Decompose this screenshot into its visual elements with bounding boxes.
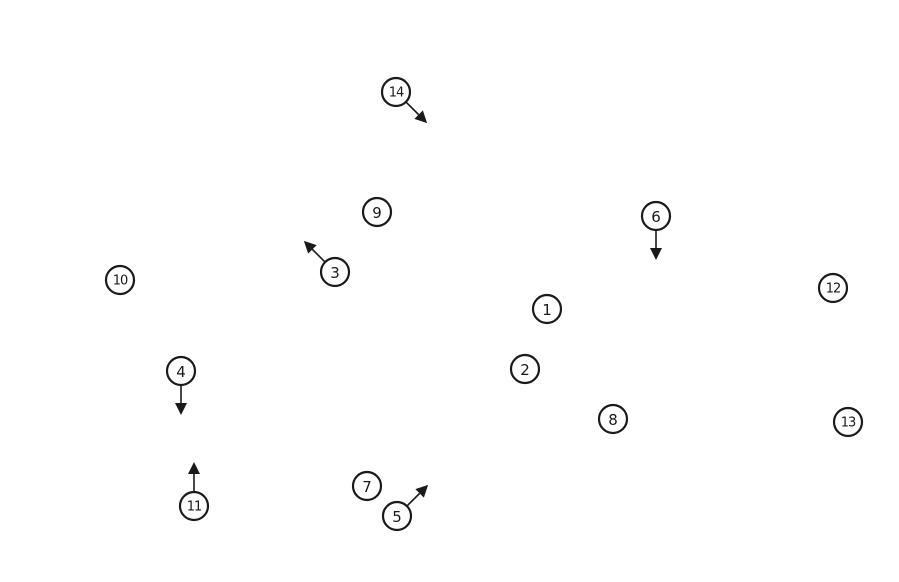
marker-11-label: 11 bbox=[187, 500, 202, 515]
marker-6: 6 bbox=[640, 200, 672, 260]
marker-11-arrow-head bbox=[188, 462, 200, 474]
marker-5-arrow-line bbox=[406, 492, 421, 507]
marker-9: 9 bbox=[361, 196, 393, 228]
marker-5: 5 bbox=[381, 484, 429, 532]
marker-14: 14 bbox=[380, 76, 428, 124]
marker-14-label: 14 bbox=[389, 86, 404, 101]
marker-7: 7 bbox=[351, 470, 383, 502]
marker-14-arrow-line bbox=[405, 101, 420, 116]
marker-6-label: 6 bbox=[651, 208, 661, 226]
marker-9-label: 9 bbox=[372, 204, 382, 222]
marker-1-circle bbox=[531, 293, 563, 325]
marker-7-circle bbox=[351, 470, 383, 502]
marker-8-circle bbox=[597, 403, 629, 435]
marker-1: 1 bbox=[531, 293, 563, 325]
marker-4-arrow-head bbox=[175, 403, 187, 415]
marker-6-arrow-head bbox=[650, 248, 662, 260]
marker-13-label: 13 bbox=[841, 416, 856, 431]
marker-3-circle bbox=[319, 256, 351, 288]
marker-8-label: 8 bbox=[608, 411, 618, 429]
marker-2: 2 bbox=[509, 353, 541, 385]
marker-2-label: 2 bbox=[520, 361, 530, 379]
marker-11-circle bbox=[178, 490, 210, 522]
marker-2-circle bbox=[509, 353, 541, 385]
marker-4-label: 4 bbox=[176, 363, 186, 381]
marker-5-circle bbox=[381, 500, 413, 532]
marker-3-label: 3 bbox=[330, 264, 340, 282]
marker-8: 8 bbox=[597, 403, 629, 435]
marker-10-circle bbox=[104, 264, 136, 296]
marker-7-label: 7 bbox=[362, 478, 372, 496]
marker-3-arrow-head bbox=[303, 240, 317, 254]
marker-1-label: 1 bbox=[542, 301, 552, 319]
marker-12-circle bbox=[817, 272, 849, 304]
marker-10: 10 bbox=[104, 264, 136, 296]
marker-14-arrow-head bbox=[414, 110, 428, 124]
marker-3: 3 bbox=[303, 240, 351, 288]
marker-6-circle bbox=[640, 200, 672, 232]
marker-5-arrow-head bbox=[415, 484, 429, 498]
marker-13: 13 bbox=[832, 406, 864, 438]
marker-4: 4 bbox=[165, 355, 197, 415]
marker-11: 11 bbox=[178, 462, 210, 522]
marker-12-label: 12 bbox=[826, 282, 841, 297]
marker-10-label: 10 bbox=[113, 274, 128, 289]
marker-12: 12 bbox=[817, 272, 849, 304]
marker-14-circle bbox=[380, 76, 412, 108]
marker-3-arrow-line bbox=[311, 248, 326, 263]
marker-5-label: 5 bbox=[392, 508, 402, 526]
marker-9-circle bbox=[361, 196, 393, 228]
marker-13-circle bbox=[832, 406, 864, 438]
marker-4-circle bbox=[165, 355, 197, 387]
